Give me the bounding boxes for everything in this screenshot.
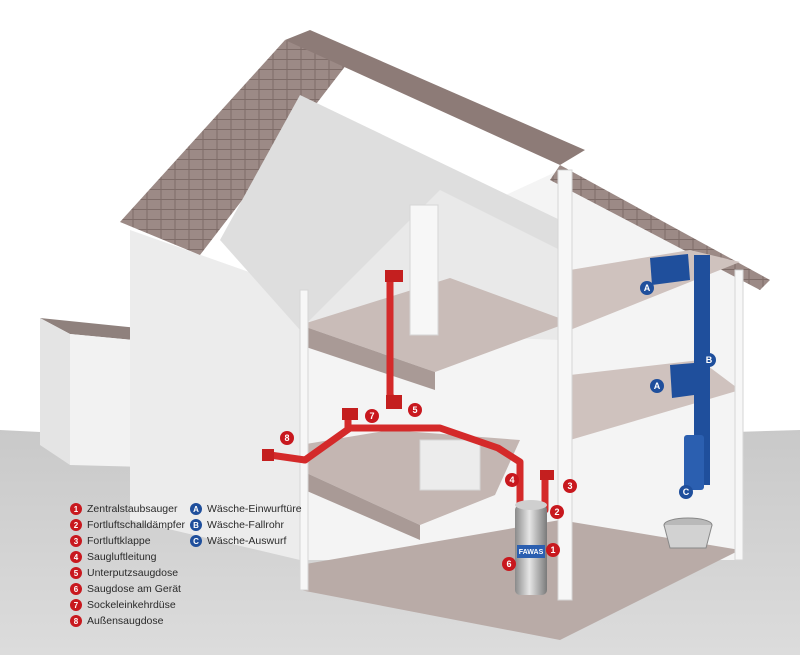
svg-text:5: 5 [412, 405, 417, 415]
roof-left [120, 40, 350, 255]
marker-3: 3 [563, 479, 577, 493]
legend-item: 6 Saugdose am Gerät [70, 581, 250, 597]
legend-marker: 3 [70, 535, 82, 547]
svg-text:A: A [644, 283, 651, 293]
legend-marker: 8 [70, 615, 82, 627]
legend-item: 4 Saugluftleitung [70, 549, 250, 565]
svg-text:8: 8 [284, 433, 289, 443]
legend-label: Wäsche-Auswurf [207, 535, 287, 547]
legend-marker: 7 [70, 599, 82, 611]
marker-A-upper: A [640, 281, 654, 295]
walls [299, 169, 744, 601]
svg-text:A: A [654, 381, 661, 391]
svg-text:6: 6 [506, 559, 511, 569]
legend-label: Außensaugdose [87, 615, 164, 627]
legend-item: 5 Unterputzsaugdose [70, 565, 250, 581]
laundry-door-middle [670, 363, 694, 398]
legend-label: Wäsche-Einwurftüre [207, 503, 302, 515]
svg-text:1: 1 [550, 545, 555, 555]
laundry-door-upper [650, 254, 690, 285]
legend-item: B Wäsche-Fallrohr [190, 517, 370, 533]
laundry-basket [663, 517, 713, 549]
roof-ridge [285, 30, 585, 165]
legend-item: 8 Außensaugdose [70, 613, 250, 629]
legend-item: 3 Fortluftklappe [70, 533, 250, 549]
svg-text:4: 4 [509, 475, 514, 485]
legend-item: A Wäsche-Einwurftüre [190, 501, 370, 517]
legend-label: Saugdose am Gerät [87, 583, 181, 595]
svg-text:7: 7 [369, 411, 374, 421]
components-legend: 1 Zentralstaubsauger 2 Fortluftschalldämpf… [70, 501, 250, 629]
legend-marker: A [190, 503, 202, 515]
marker-2: 2 [550, 505, 564, 519]
diagram-markers: 8 7 5 4 3 2 1 6 A A B C [280, 281, 716, 571]
marker-1: 1 [546, 543, 560, 557]
svg-text:C: C [683, 487, 690, 497]
marker-4: 4 [505, 473, 519, 487]
legend-label: Fortluftschalldämpfer [87, 519, 186, 531]
marker-B: B [702, 353, 716, 367]
legend-marker: C [190, 535, 202, 547]
legend-label: Sockeleinkehrdüse [87, 599, 176, 611]
legend-marker: B [190, 519, 202, 531]
laundry-legend: A Wäsche-Einwurftüre B Wäsche-Fallrohr C Wä… [190, 501, 370, 549]
marker-8: 8 [280, 431, 294, 445]
device-brand: FAWAS [519, 549, 544, 556]
legend-label: Saugluftleitung [87, 551, 157, 563]
legend-item: 2 Fortluftschalldämpfer [70, 517, 250, 533]
svg-text:3: 3 [567, 481, 572, 491]
legend-marker: 1 [70, 503, 82, 515]
legend-item: C Wäsche-Auswurf [190, 533, 370, 549]
legend-label: Wäsche-Fallrohr [207, 519, 285, 531]
marker-C: C [679, 485, 693, 499]
legend-label: Zentralstaubsauger [87, 503, 178, 515]
legend-marker: 6 [70, 583, 82, 595]
marker-7: 7 [365, 409, 379, 423]
svg-text:B: B [706, 355, 713, 365]
pipe-fittings [262, 270, 554, 480]
laundry-chute [650, 254, 710, 490]
legend-label: Unterputzsaugdose [87, 567, 179, 579]
legend-marker: 5 [70, 567, 82, 579]
legend-marker: 4 [70, 551, 82, 563]
legend-item: 7 Sockeleinkehrdüse [70, 597, 250, 613]
marker-6: 6 [502, 557, 516, 571]
legend-marker: 2 [70, 519, 82, 531]
svg-text:2: 2 [554, 507, 559, 517]
marker-5: 5 [408, 403, 422, 417]
legend-label: Fortluftklappe [87, 535, 151, 547]
marker-A-middle: A [650, 379, 664, 393]
legend-item: 1 Zentralstaubsauger [70, 501, 250, 517]
central-vacuum-unit: FAWAS [515, 500, 547, 595]
